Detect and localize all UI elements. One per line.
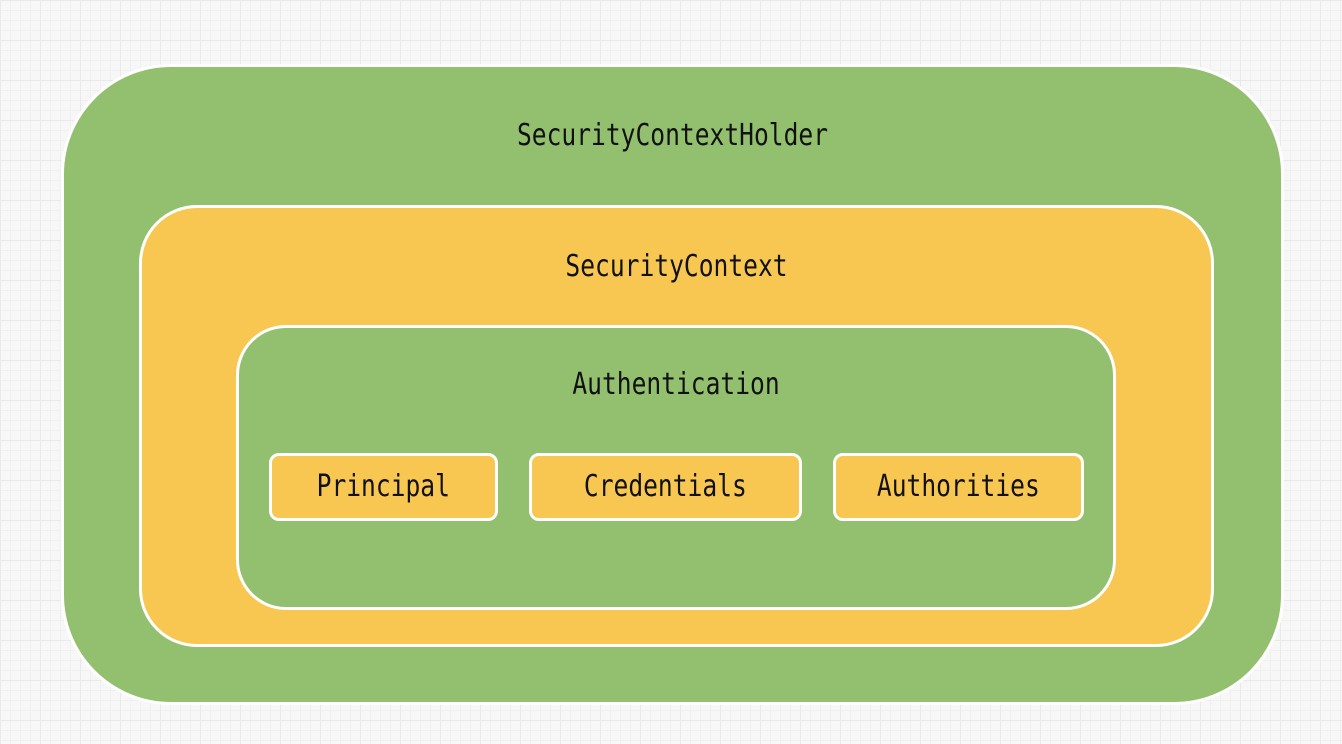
authorities-box: Authorities — [833, 453, 1084, 521]
credentials-box: Credentials — [529, 453, 802, 521]
authorities-label: Authorities — [877, 469, 1040, 504]
security-context-label: SecurityContext — [565, 249, 788, 284]
principal-box: Principal — [269, 453, 498, 521]
security-context-holder-label: SecurityContextHolder — [516, 118, 829, 153]
credentials-label: Credentials — [584, 469, 747, 504]
authentication-label: Authentication — [572, 367, 780, 402]
principal-label: Principal — [316, 469, 451, 504]
